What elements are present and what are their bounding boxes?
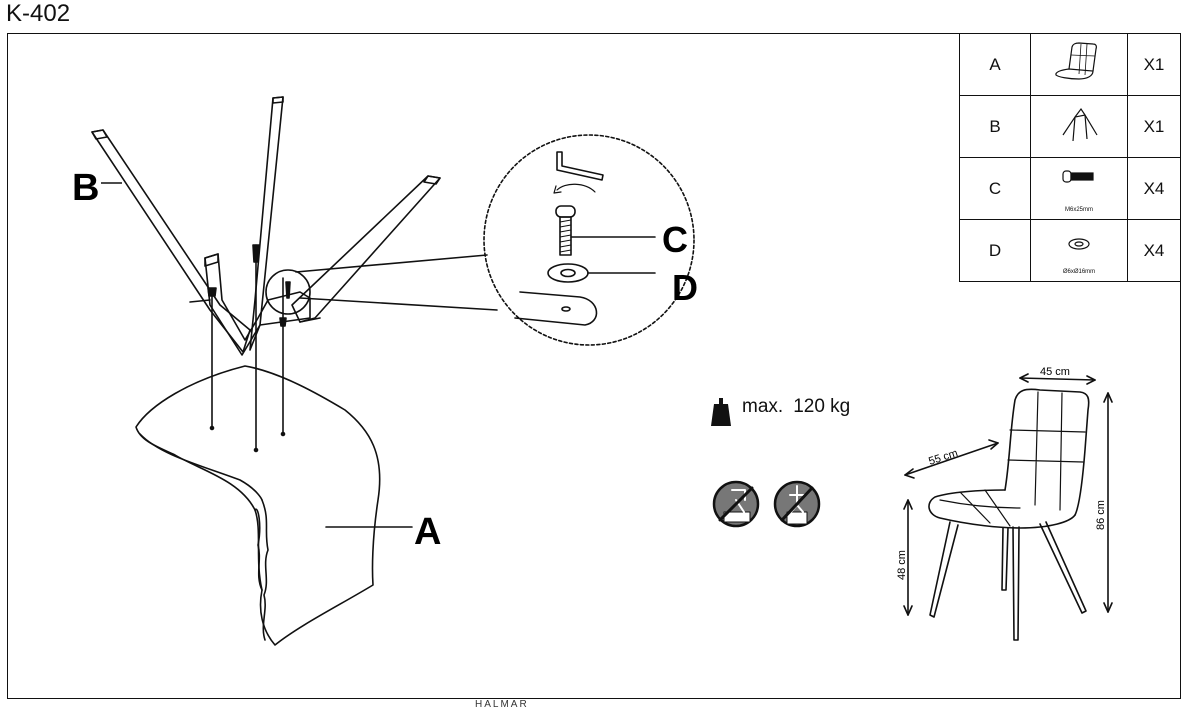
part-quantity: X4 <box>1127 219 1181 282</box>
max-load-value: 120 kg <box>793 396 851 417</box>
no-stepping-on-chair-icon <box>773 480 821 528</box>
washer-icon <box>1068 238 1090 250</box>
part-letter: B <box>959 95 1031 158</box>
table-row: B X1 <box>959 95 1181 158</box>
seat-illustration <box>135 365 413 646</box>
max-load: max. 120 kg <box>715 396 850 418</box>
part-quantity: X1 <box>1127 95 1181 158</box>
table-row: C M6x25mm X4 <box>959 157 1181 220</box>
washer-spec: Ø6xØ16mm <box>1062 269 1096 275</box>
table-row: D Ø6xØ16mm X4 <box>959 219 1181 282</box>
weight-icon <box>711 398 731 426</box>
document-title: K-402 <box>6 0 71 27</box>
screw-spec: M6x25mm <box>1064 207 1093 213</box>
parts-table: A X1 B X1 C M6x25mm <box>959 33 1181 282</box>
screw-icon <box>1062 170 1094 183</box>
dimensioned-chair-illustration <box>903 373 1113 641</box>
detail-zoom-illustration <box>483 134 695 346</box>
part-letter: D <box>959 219 1031 282</box>
part-quantity: X4 <box>1127 157 1181 220</box>
legs-icon <box>1062 107 1098 142</box>
seat-icon <box>1055 42 1097 80</box>
brand-footer: HALMAR <box>475 699 529 710</box>
legs-frame-illustration <box>91 96 498 453</box>
part-quantity: X1 <box>1127 33 1181 96</box>
part-letter: A <box>959 33 1031 96</box>
table-row: A X1 <box>959 33 1181 96</box>
max-load-label: max. <box>742 396 784 417</box>
drawing-frame <box>7 33 1181 699</box>
part-letter: C <box>959 157 1031 220</box>
no-standing-on-chair-icon <box>712 480 760 528</box>
